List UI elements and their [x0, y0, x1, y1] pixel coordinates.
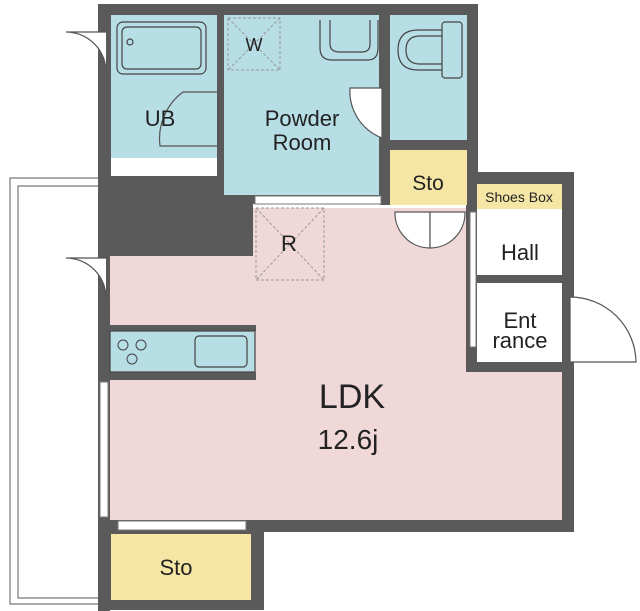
washer-label: W: [246, 35, 263, 55]
bathtub-icon: [116, 21, 207, 75]
shoes-box-label: Shoes Box: [485, 189, 553, 205]
partitions: [108, 10, 570, 380]
unit-bath-label: UB: [145, 106, 176, 131]
washbasin-icon: [319, 20, 379, 61]
swing-doors: [65, 31, 637, 363]
fridge-label: R: [281, 231, 297, 256]
balcony: [9, 177, 98, 605]
laundry-strip: [111, 158, 217, 176]
storage-upper-floor: [390, 150, 467, 205]
stove-burner-icon: [135, 339, 147, 351]
entrance-label-line2: rance: [492, 328, 547, 353]
shoes-box-floor: [477, 184, 562, 209]
storage-lower-floor: [111, 534, 251, 600]
powder-room-label-line1: Powder: [265, 106, 340, 131]
storage-upper-label: Sto: [412, 172, 444, 195]
storage-lower-label: Sto: [159, 555, 192, 580]
hall-floor: [477, 184, 562, 362]
ldk-size-label: 12.6j: [318, 424, 379, 455]
entrance-label-line1: Ent: [503, 308, 536, 333]
fridge-space: [255, 207, 325, 281]
powder-room-label-line2: Room: [273, 130, 332, 155]
stove-burner-icon: [117, 339, 129, 351]
toilet-icon: [397, 21, 463, 79]
washer-space: [227, 17, 281, 71]
hall-label: Hall: [501, 240, 539, 265]
ldk-label: LDK: [319, 378, 385, 416]
sink-icon: [194, 335, 248, 368]
stove-burner-icon: [126, 353, 138, 365]
ldk-floor: [110, 208, 562, 520]
kitchen-counter: [109, 330, 256, 373]
sliding-doors: [99, 195, 477, 531]
